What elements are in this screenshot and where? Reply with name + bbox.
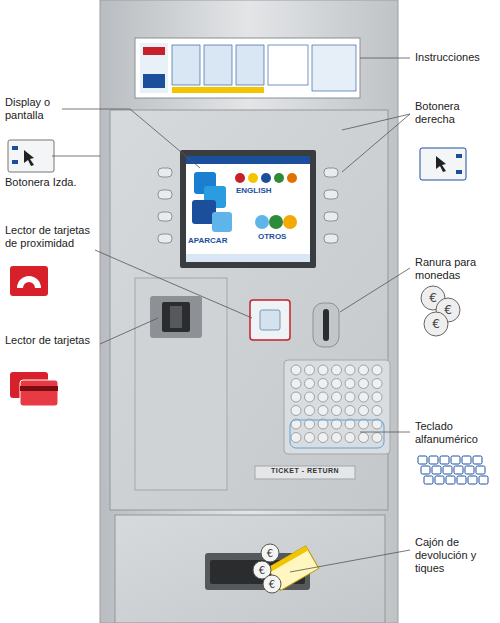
key-icon <box>465 466 474 474</box>
key-icon <box>462 456 471 464</box>
screen-option: APARCAR <box>188 236 248 246</box>
key <box>332 379 342 389</box>
key <box>291 365 301 375</box>
key <box>305 433 315 443</box>
key <box>291 379 301 389</box>
key <box>345 392 355 402</box>
callout-label: Cajón de devolución y tiques <box>415 536 495 575</box>
key <box>332 433 342 443</box>
key-icon <box>446 476 455 484</box>
key <box>305 392 315 402</box>
screen-option: ENGLISH <box>236 186 308 196</box>
key <box>291 433 301 443</box>
proximity-icon <box>10 266 48 296</box>
key-icon <box>418 456 427 464</box>
key-icon <box>454 466 463 474</box>
screen-icon <box>8 140 54 172</box>
key-icon <box>443 466 452 474</box>
key <box>291 406 301 416</box>
svg-text:€: € <box>429 291 437 305</box>
key <box>372 379 382 389</box>
callout-label: Teclado alfanumérico <box>415 420 497 446</box>
key <box>359 392 369 402</box>
callout-label: Display o pantalla <box>5 96 61 122</box>
callout-label: Botonera Izda. <box>5 176 95 189</box>
button-icon <box>420 148 466 180</box>
key <box>305 379 315 389</box>
key-icon <box>457 476 466 484</box>
screen-option: OTROS <box>258 232 308 242</box>
key <box>345 379 355 389</box>
callout-label: Botonera derecha <box>415 100 495 126</box>
card-icon <box>10 372 58 406</box>
key <box>318 406 328 416</box>
key <box>359 433 369 443</box>
key <box>318 392 328 402</box>
key-icon <box>476 466 485 474</box>
key <box>345 433 355 443</box>
plate-text: TICKET - RETURN <box>255 467 355 475</box>
key <box>318 379 328 389</box>
key <box>372 392 382 402</box>
key-icon <box>473 456 482 464</box>
coins-icon: € € € <box>421 286 460 336</box>
key <box>359 406 369 416</box>
key <box>305 365 315 375</box>
key <box>318 365 328 375</box>
key <box>305 406 315 416</box>
key-icon <box>435 476 444 484</box>
key-icon <box>468 476 477 484</box>
key <box>291 392 301 402</box>
svg-text:€: € <box>259 565 265 576</box>
key <box>318 433 328 443</box>
key <box>372 365 382 375</box>
svg-text:€: € <box>267 548 273 559</box>
key <box>345 406 355 416</box>
callout-label: Lector de tarjetas de proximidad <box>5 224 105 250</box>
svg-text:€: € <box>432 317 440 331</box>
key <box>359 365 369 375</box>
svg-text:€: € <box>269 579 275 590</box>
key-icon <box>451 456 460 464</box>
key-icon <box>421 466 430 474</box>
callout-label: Instrucciones <box>415 51 497 64</box>
key <box>345 365 355 375</box>
svg-text:€: € <box>444 303 452 317</box>
callout-label: Lector de tarjetas <box>5 334 105 347</box>
key-icon <box>440 456 449 464</box>
key <box>332 365 342 375</box>
keyboard-icon <box>418 456 488 484</box>
callout-label: Ranura para monedas <box>415 256 495 282</box>
key <box>372 433 382 443</box>
key <box>372 406 382 416</box>
key-icon <box>429 456 438 464</box>
key-icon <box>424 476 433 484</box>
key <box>332 406 342 416</box>
leader-lines <box>52 58 410 572</box>
key <box>332 392 342 402</box>
key <box>359 379 369 389</box>
key-icon <box>432 466 441 474</box>
key-icon <box>479 476 488 484</box>
